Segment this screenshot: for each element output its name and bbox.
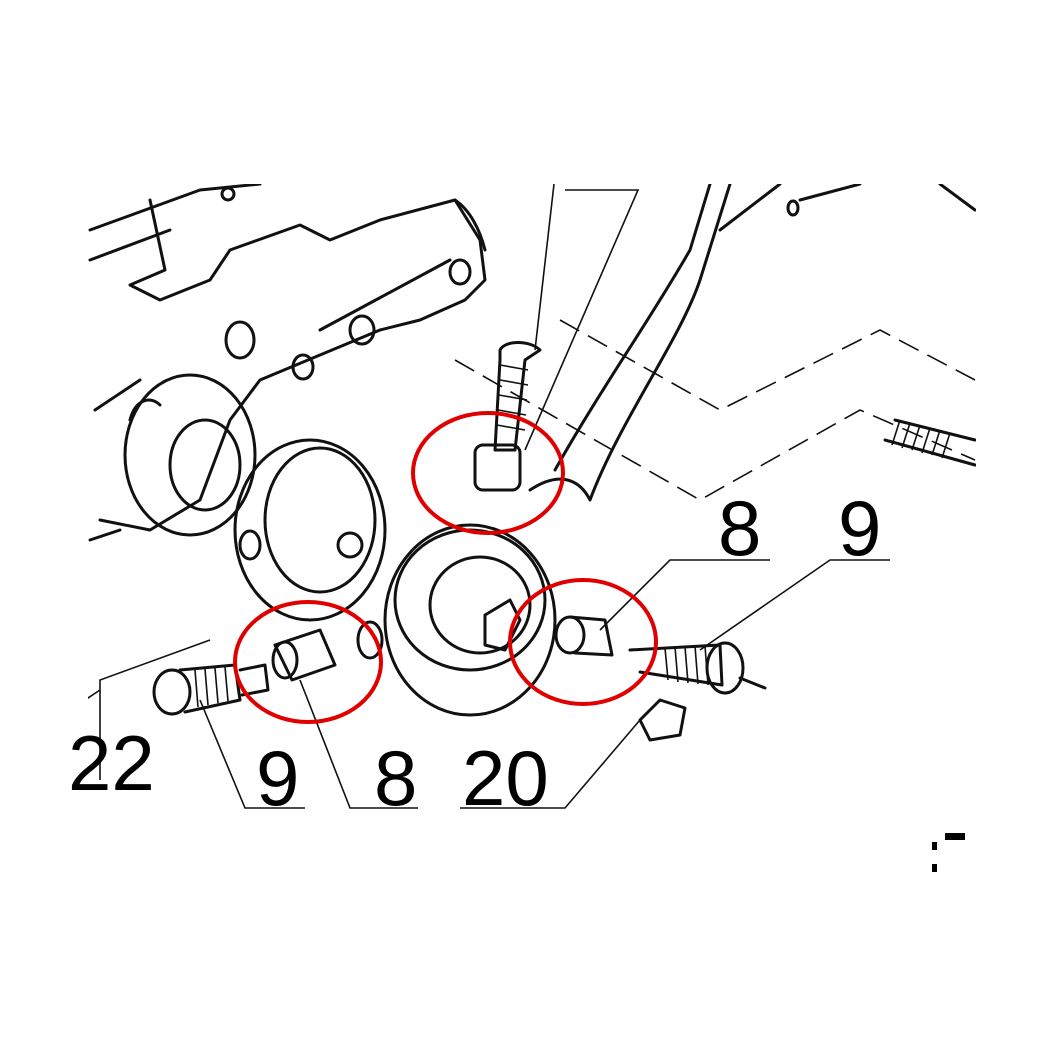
highlight-circle-upper-screw bbox=[411, 411, 565, 535]
label-part-20: 20 bbox=[462, 734, 549, 822]
label-part-8-lower: 8 bbox=[374, 734, 417, 822]
left-bushing bbox=[273, 628, 337, 682]
label-part-9-lower: 9 bbox=[256, 734, 299, 822]
collar bbox=[123, 373, 257, 537]
label-part-22: 22 bbox=[68, 719, 155, 807]
screw-hole bbox=[224, 320, 256, 360]
diagram-linework bbox=[88, 184, 976, 872]
label-part-8-upper: 8 bbox=[718, 484, 761, 572]
hub bbox=[383, 523, 557, 717]
highlight-circle-left-bushing bbox=[233, 600, 383, 724]
plug bbox=[638, 698, 687, 742]
right-bushing bbox=[554, 615, 586, 655]
highlight-circle-right-bushing bbox=[508, 578, 658, 706]
bobbin-case bbox=[233, 438, 387, 622]
left-screw bbox=[152, 668, 192, 716]
label-part-9-upper: 9 bbox=[838, 484, 881, 572]
